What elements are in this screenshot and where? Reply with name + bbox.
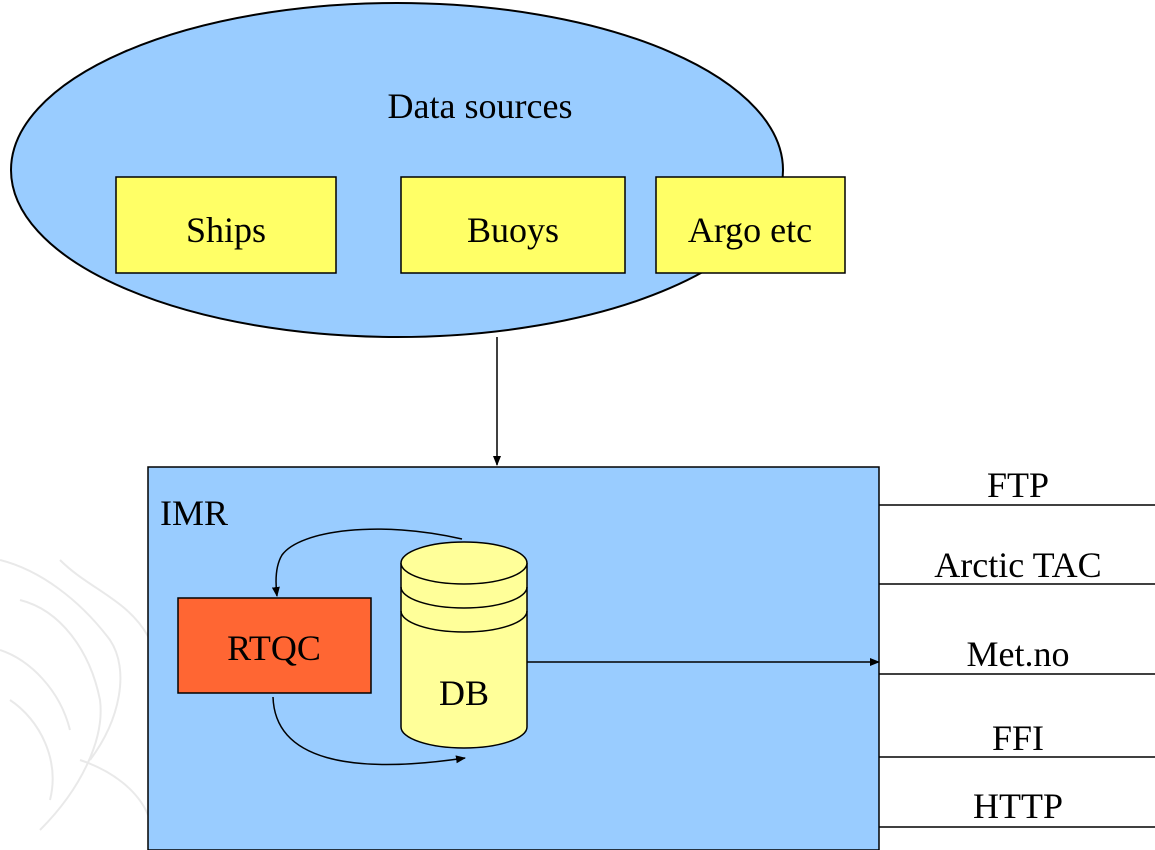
output-arctic-tac: Arctic TAC: [879, 545, 1155, 585]
source-box-buoys: Buoys: [400, 176, 626, 274]
output-ftp: FTP: [879, 465, 1155, 506]
output-met-no: Met.no: [879, 634, 1155, 675]
output-ffi: FFI: [879, 718, 1155, 758]
data-sources-title: Data sources: [388, 86, 573, 126]
output-label: Met.no: [967, 634, 1070, 674]
source-box-argo: Argo etc: [655, 176, 846, 274]
output-channels: FTP Arctic TAC Met.no FFI HTTP: [879, 465, 1155, 828]
rtqc-box: [177, 597, 372, 694]
output-label: HTTP: [973, 786, 1063, 826]
db-cylinder: [400, 541, 528, 749]
output-http: HTTP: [879, 786, 1155, 828]
source-box-ships: Ships: [115, 176, 337, 274]
source-box-label: Buoys: [467, 210, 559, 250]
output-label: FTP: [987, 465, 1049, 505]
rtqc-label: RTQC: [227, 628, 321, 668]
rtqc-to-db-arrow: [272, 696, 466, 766]
output-label: FFI: [992, 718, 1044, 758]
data-sources-group: Data sources Ships Buoys Argo etc: [10, 2, 846, 338]
data-sources-ellipse: [10, 2, 784, 338]
db-to-rtqc-arrow: [271, 528, 463, 597]
output-label: Arctic TAC: [934, 545, 1101, 585]
background-sketch: [0, 559, 151, 831]
source-box-label: Argo etc: [688, 210, 812, 250]
imr-label: IMR: [160, 493, 228, 533]
imr-box-group: IMR RTQC DB: [147, 466, 880, 850]
db-label: DB: [439, 673, 489, 713]
source-box-label: Ships: [186, 210, 266, 250]
